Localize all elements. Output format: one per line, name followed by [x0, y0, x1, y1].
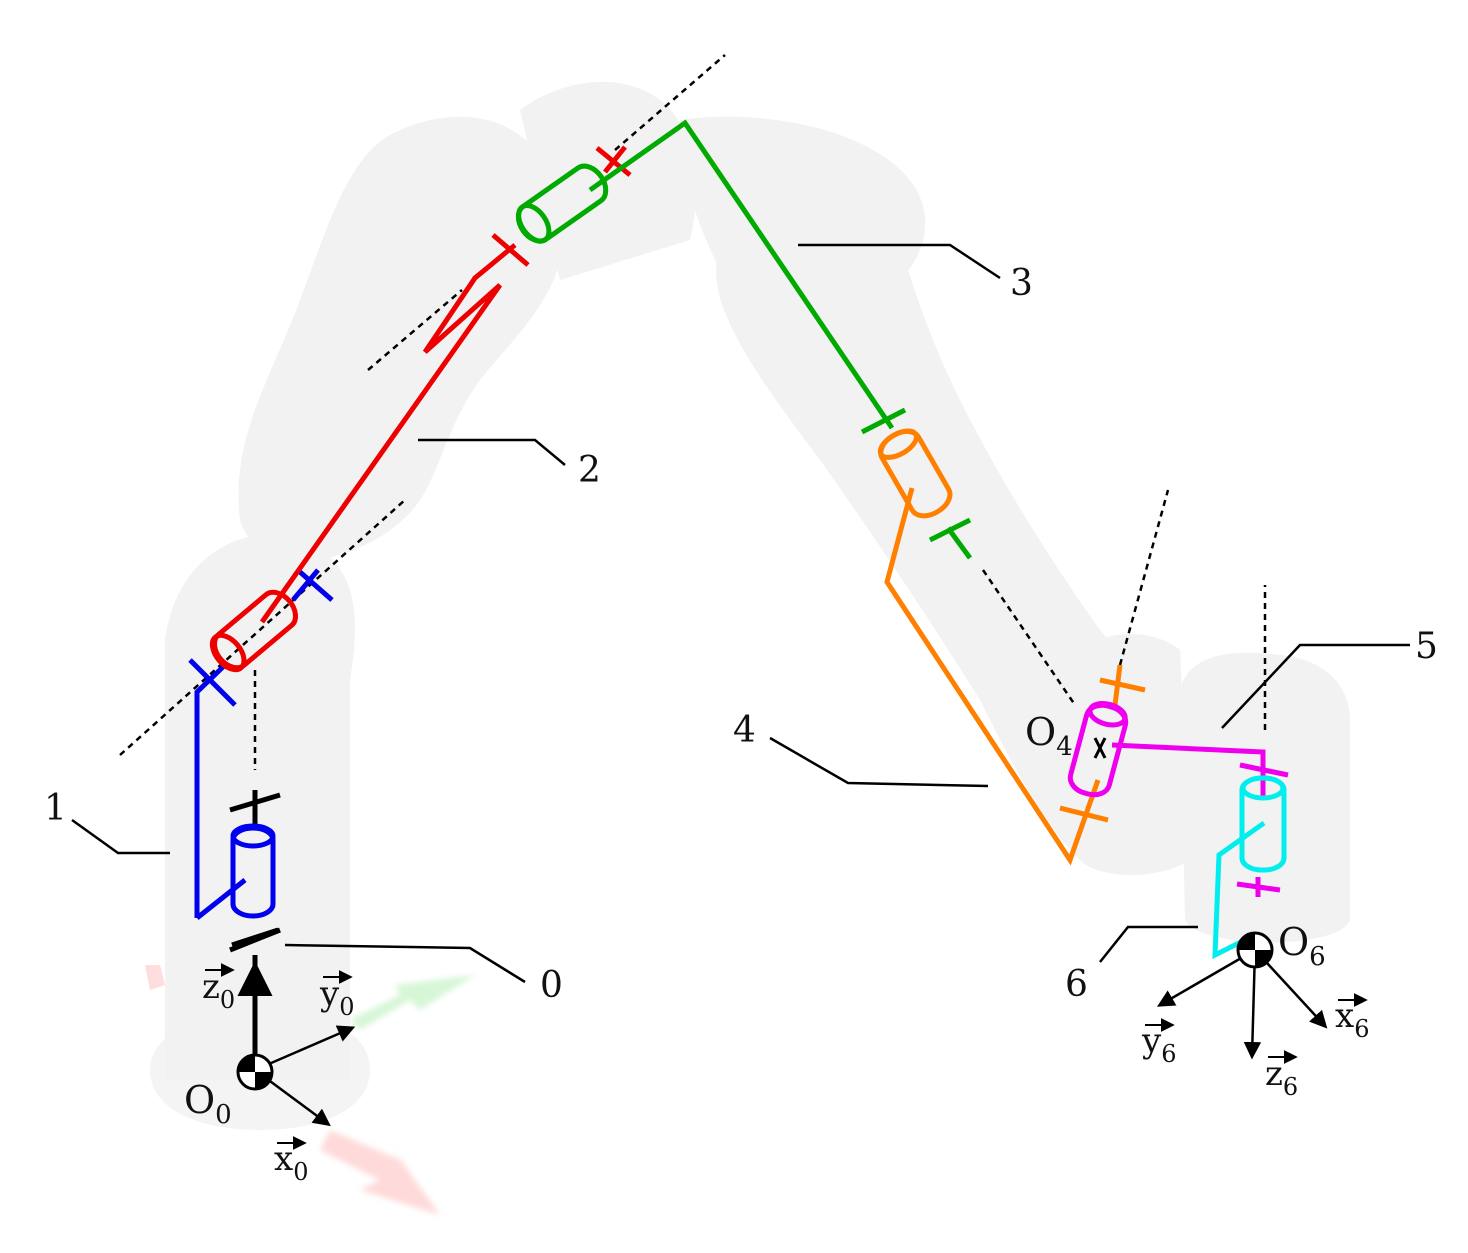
joint-axes — [119, 54, 1267, 770]
link1-tick-b — [298, 570, 334, 602]
link3-body — [588, 119, 895, 430]
joint4-axis — [981, 569, 1077, 706]
origin-o4-label: O4 — [1025, 710, 1073, 762]
joint1-cylinder-top — [230, 823, 276, 849]
origin-o0-quadrant-a — [238, 1055, 255, 1072]
ghost-wrist — [1075, 633, 1190, 875]
origin-o6-label: O6 — [1278, 920, 1326, 972]
link4-tick-b — [1099, 677, 1146, 693]
svg-text:x6: x6 — [1335, 996, 1369, 1043]
leader-lines — [71, 243, 1410, 984]
link0-tick2 — [229, 792, 281, 813]
origin-o6-quadrant-b — [1255, 950, 1272, 967]
link-label-5: 5 — [1415, 626, 1438, 667]
leader-2 — [418, 438, 566, 466]
link3-tail — [945, 526, 973, 560]
svg-text:z0: z0 — [202, 967, 235, 1014]
link1 — [188, 568, 334, 920]
svg-text:y0: y0 — [319, 974, 355, 1021]
link6-body — [1212, 820, 1266, 960]
leader-0 — [284, 943, 526, 984]
link2-body — [259, 243, 517, 624]
link-label-4: 4 — [733, 710, 756, 751]
link1-body — [194, 663, 227, 918]
link3 — [515, 119, 973, 560]
link5-tick-a — [1239, 762, 1289, 778]
svg-text:x0: x0 — [274, 1139, 308, 1186]
origin-o6-quadrant-a — [1238, 933, 1255, 950]
joint2-axis — [119, 499, 406, 756]
link2-tick-a — [491, 233, 530, 267]
link6 — [1212, 775, 1287, 960]
link2-tick-c — [603, 145, 627, 174]
origin-o0-quadrant-b — [255, 1072, 272, 1089]
svg-text:z6: z6 — [1265, 1054, 1298, 1101]
leader-1 — [71, 818, 170, 855]
link4-tick-c — [1112, 664, 1123, 706]
joint6-cylinder-top — [1240, 775, 1286, 801]
leader-3 — [798, 243, 1001, 280]
link1-tick-a — [188, 658, 237, 707]
joint4-cylinder — [877, 428, 953, 519]
link5-body — [1111, 742, 1266, 798]
origin-o4-marker — [1093, 737, 1107, 759]
link1-tick-c — [291, 568, 320, 602]
frame-o0 — [236, 961, 356, 1127]
frame-o6 — [1156, 931, 1328, 1060]
joint3-axis-lower — [367, 289, 463, 371]
ghost-link2 — [238, 116, 564, 561]
link0-tick3 — [231, 927, 279, 948]
link-label-2: 2 — [578, 450, 601, 491]
vec-y0: y0 — [319, 970, 355, 1021]
link4 — [877, 428, 1146, 866]
origin-o0-label: O0 — [184, 1078, 232, 1130]
link4-tick-a — [1059, 805, 1109, 823]
vector-labels: z0 y0 x0 x6 y6 z6 — [202, 963, 1369, 1186]
link4-body — [884, 487, 1101, 866]
vec-x6: x6 — [1335, 993, 1369, 1043]
ghost-x-axis-arrow — [320, 1130, 440, 1215]
link-label-1: 1 — [44, 788, 67, 829]
y0-arrow — [254, 1025, 356, 1072]
svg-text:y6: y6 — [1141, 1021, 1177, 1068]
vec-x0: x0 — [274, 1136, 308, 1186]
joint3-cylinder — [515, 163, 609, 244]
link-label-0: 0 — [540, 965, 563, 1006]
joint5-axis — [1118, 489, 1170, 666]
ghost-shoulder-cap — [520, 81, 696, 281]
link-label-6: 6 — [1065, 964, 1088, 1005]
leader-4 — [769, 736, 989, 788]
joint3-axis-upper — [614, 54, 726, 151]
vec-y6: y6 — [1141, 1018, 1177, 1068]
vec-z6: z6 — [1265, 1050, 1298, 1101]
link-label-3: 3 — [1010, 263, 1033, 304]
link3-tick-a — [860, 407, 907, 435]
link2 — [209, 145, 632, 673]
joint2-cylinder — [209, 589, 298, 673]
leader-5 — [1221, 643, 1410, 729]
joint5-cylinder — [1067, 701, 1129, 798]
link5 — [1067, 701, 1289, 897]
ghost-z-axis-stub — [145, 965, 165, 990]
vec-z0: z0 — [202, 963, 235, 1014]
link1-foot — [195, 878, 247, 920]
ghost-y-axis-arrow — [350, 975, 475, 1030]
leader-6 — [1099, 925, 1198, 963]
